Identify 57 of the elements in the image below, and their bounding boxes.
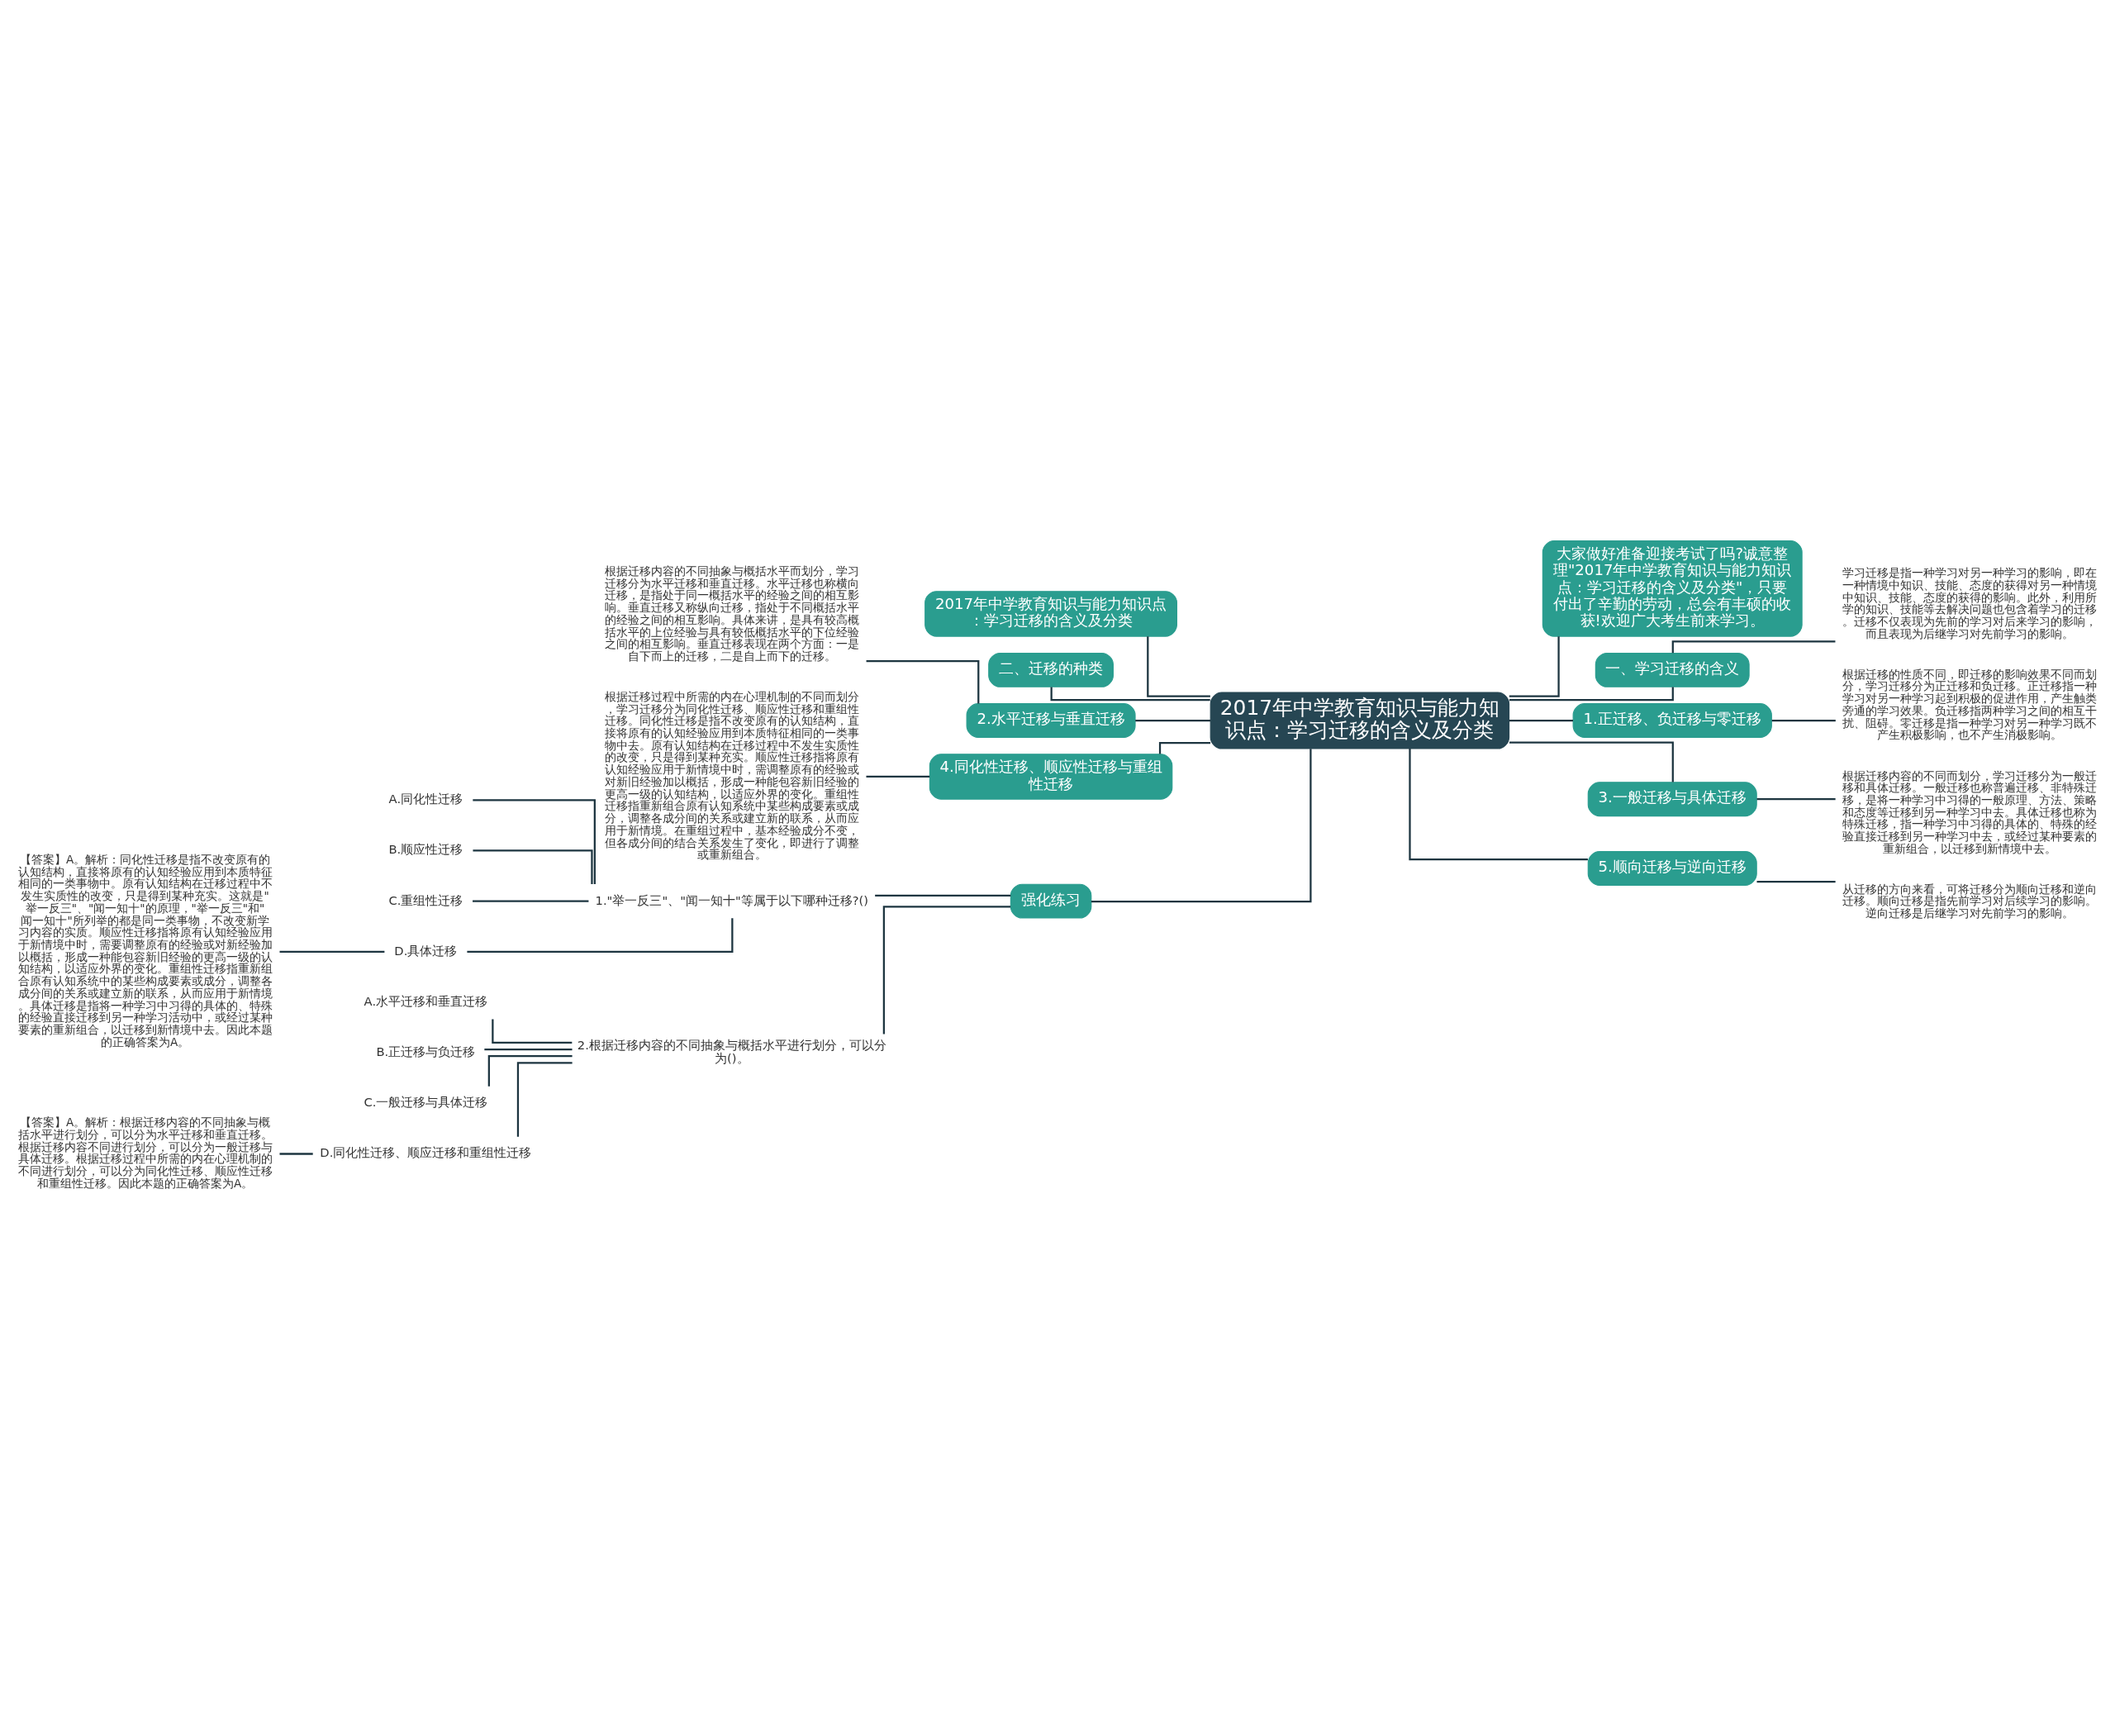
connector — [1509, 741, 1674, 782]
connector — [1509, 635, 1560, 697]
node-box: 强化练习 — [1010, 883, 1092, 919]
node-text: A.水平迁移和垂直迁移 — [364, 993, 488, 1008]
node-text: 根据迁移的性质不同，即迁移的影响效果不同而划分，学习迁移分为正迁移和负迁移。正迁移指一种学习对另一种学习起到积极的促进作用，产生触类旁通的学习效果。负迁移指两种学习之间的相互干扰、阻碍。零迁移是指一种学习对另一种学习既不产生积极影响，也不产生消极影响。 — [1842, 667, 2098, 741]
node-text: C.重组性迁移 — [388, 892, 463, 906]
node-box: 2017年中学教育知识与能力知识点：学习迁移的含义及分类 — [1210, 691, 1510, 749]
node-text: C.一般迁移与具体迁移 — [364, 1094, 488, 1109]
node-text: D.具体迁移 — [394, 943, 458, 958]
node-box: 大家做好准备迎接考试了吗?诚意整理"2017年中学教育知识与能力知识点：学习迁移的含义及分类"，只要付出了辛勤的劳动，总会有丰硕的收获!欢迎广大考生前来学习。 — [1542, 540, 1803, 637]
connector — [1135, 719, 1211, 721]
node-text: A.同化性迁移 — [388, 791, 463, 806]
node-box: 2.水平迁移与垂直迁移 — [966, 702, 1136, 738]
connector — [866, 775, 930, 778]
node-box: 二、迁移的种类 — [988, 652, 1114, 687]
node-text: 2.根据迁移内容的不同抽象与概括水平进行划分，可以分为()。 — [577, 1037, 886, 1065]
node-text: 【答案】A。解析：同化性迁移是指不改变原有的认知结构，直接将原有的认知经验应用到本质特征相同的一类事物中。原有认知结构在迁移过程中不发生实质性的改变，只是得到某种充实。这就是"举一反三"、"闻一知十"的原理，"举一反三"和"闻一知十"所列举的都是同一类事物，不改变新学习内容的实质。顺应性迁移指将原有认知经验应用于新情境中时，需要调整原有的经验或对新经验加以概括，形成一种能包容新旧经验的更高一级的认知结构，以适应外界的变化。重组性迁移指重新组合原有认知系统中的某些构成要素或成分，调整各成分间的关系或建立新的联系，从而应用于新情境。具体迁移是指将一种学习中习得的具体的、特殊的经验直接迁移到另一种学习活动中，或经过某种要素的重新组合，以迁移到新情境中去。因此本题的正确答案为A。 — [17, 852, 273, 1049]
node-text: 根据迁移内容的不同抽象与概括水平而划分，学习迁移分为水平迁移和垂直迁移。水平迁移也称横向迁移，是指处于同一概括水平的经验之间的相互影响。垂直迁移又称纵向迁移，指处于不同概括水平的经验之间的相互影响。具体来讲，是具有较高概括水平的上位经验与具有较低概括水平的下位经验之间的相互影响。垂直迁移表现在两个方面：一是自下而上的迁移，二是自上而下的迁移。 — [604, 564, 859, 663]
connector — [1409, 748, 1588, 860]
connector — [1756, 797, 1836, 800]
node-text: 【答案】A。解析：根据迁移内容的不同抽象与概括水平进行划分，可以分为水平迁移和垂直迁移。根据迁移内容不同进行划分，可以分为一般迁移与具体迁移。根据迁移过程中所需的内在心理机制的不同进行划分，可以分为同化性迁移、顺应性迁移和重组性迁移。因此本题的正确答案为A。 — [17, 1115, 273, 1190]
connector — [1771, 719, 1836, 721]
node-box: 3.一般迁移与具体迁移 — [1587, 781, 1757, 816]
node-text: D.同化性迁移、顺应迁移和重组性迁移 — [320, 1144, 532, 1159]
node-text: 学习迁移是指一种学习对另一种学习的影响，即在一种情境中知识、技能、态度的获得对另一种情境中知识、技能、态度的获得的影响。此外，利用所学的知识、技能等去解决问题也包含着学习的迁移。迁移不仅表现为先前的学习对后来学习的影响，而且表现为后继学习对先前学习的影响。 — [1842, 565, 2098, 640]
connector — [484, 1048, 573, 1050]
node-box: 一、学习迁移的含义 — [1595, 652, 1750, 687]
node-text: B.正迁移与负迁移 — [376, 1044, 476, 1058]
node-text: 从迁移的方向来看，可将迁移分为顺向迁移和逆向迁移。顺向迁移是指先前学习对后续学习的影响。逆向迁移是后继学习对先前学习的影响。 — [1842, 882, 2098, 920]
node-box: 1.正迁移、负迁移与零迁移 — [1572, 702, 1772, 738]
connector — [1147, 635, 1210, 697]
node-text: 根据迁移过程中所需的内在心理机制的不同而划分，学习迁移分为同化性迁移、顺应性迁移和重组性迁移。同化性迁移是指不改变原有的认知结构，直接将原有的认知经验应用到本质特征相同的一类事物中去。原有认知结构在迁移过程中不发生实质性的改变，只是得到某种充实。顺应性迁移指将原有认知经验应用于新情境中时，需调整原有的经验或对新旧经验加以概括，形成一种能包容新旧经验的更高一级的认知结构，以适应外界的变化。重组性迁移指重新组合原有认知系统中某些构成要素或成分，调整各成分间的关系或建立新的联系，从而应用于新情境。在重组过程中，基本经验成分不变，但各成分间的结合关系发生了变化，即进行了调整或重新组合。 — [604, 689, 859, 861]
node-box: 2017年中学教育知识与能力知识点：学习迁移的含义及分类 — [924, 590, 1177, 637]
connector — [492, 1018, 573, 1044]
connector — [1756, 880, 1836, 882]
node-text: 1."举一反三"、"闻一知十"等属于以下哪种迁移?() — [595, 892, 869, 906]
connector — [1509, 719, 1573, 721]
node-text: 根据迁移内容的不同而划分，学习迁移分为一般迁移和具体迁移。一般迁移也称普遍迁移、非特殊迁移，是将一种学习中习得的一般原理、方法、策略和态度等迁移到另一种学习中去。具体迁移也称为特殊迁移，指一种学习中习得的具体的、特殊的经验直接迁移到另一种学习中去，或经过某种要素的重新组合，以迁移到新情境中去。 — [1842, 768, 2098, 855]
connector — [1158, 741, 1211, 754]
connector — [1091, 748, 1312, 902]
connector — [279, 950, 385, 953]
connector — [1050, 687, 1210, 701]
connector — [866, 659, 980, 704]
connector — [473, 849, 593, 884]
connector — [473, 798, 596, 884]
connector — [1671, 640, 1836, 653]
connector — [516, 1061, 573, 1137]
node-box: 5.顺向迁移与逆向迁移 — [1587, 850, 1757, 886]
node-text: B.顺应性迁移 — [388, 841, 463, 856]
node-box: 4.同化性迁移、顺应性迁移与重组性迁移 — [929, 753, 1173, 800]
connector — [1509, 687, 1674, 701]
connector — [467, 917, 734, 953]
connector — [875, 894, 1011, 897]
connector — [882, 905, 1011, 1034]
connector — [473, 900, 589, 902]
connector — [279, 1152, 313, 1155]
connector — [487, 1054, 573, 1087]
